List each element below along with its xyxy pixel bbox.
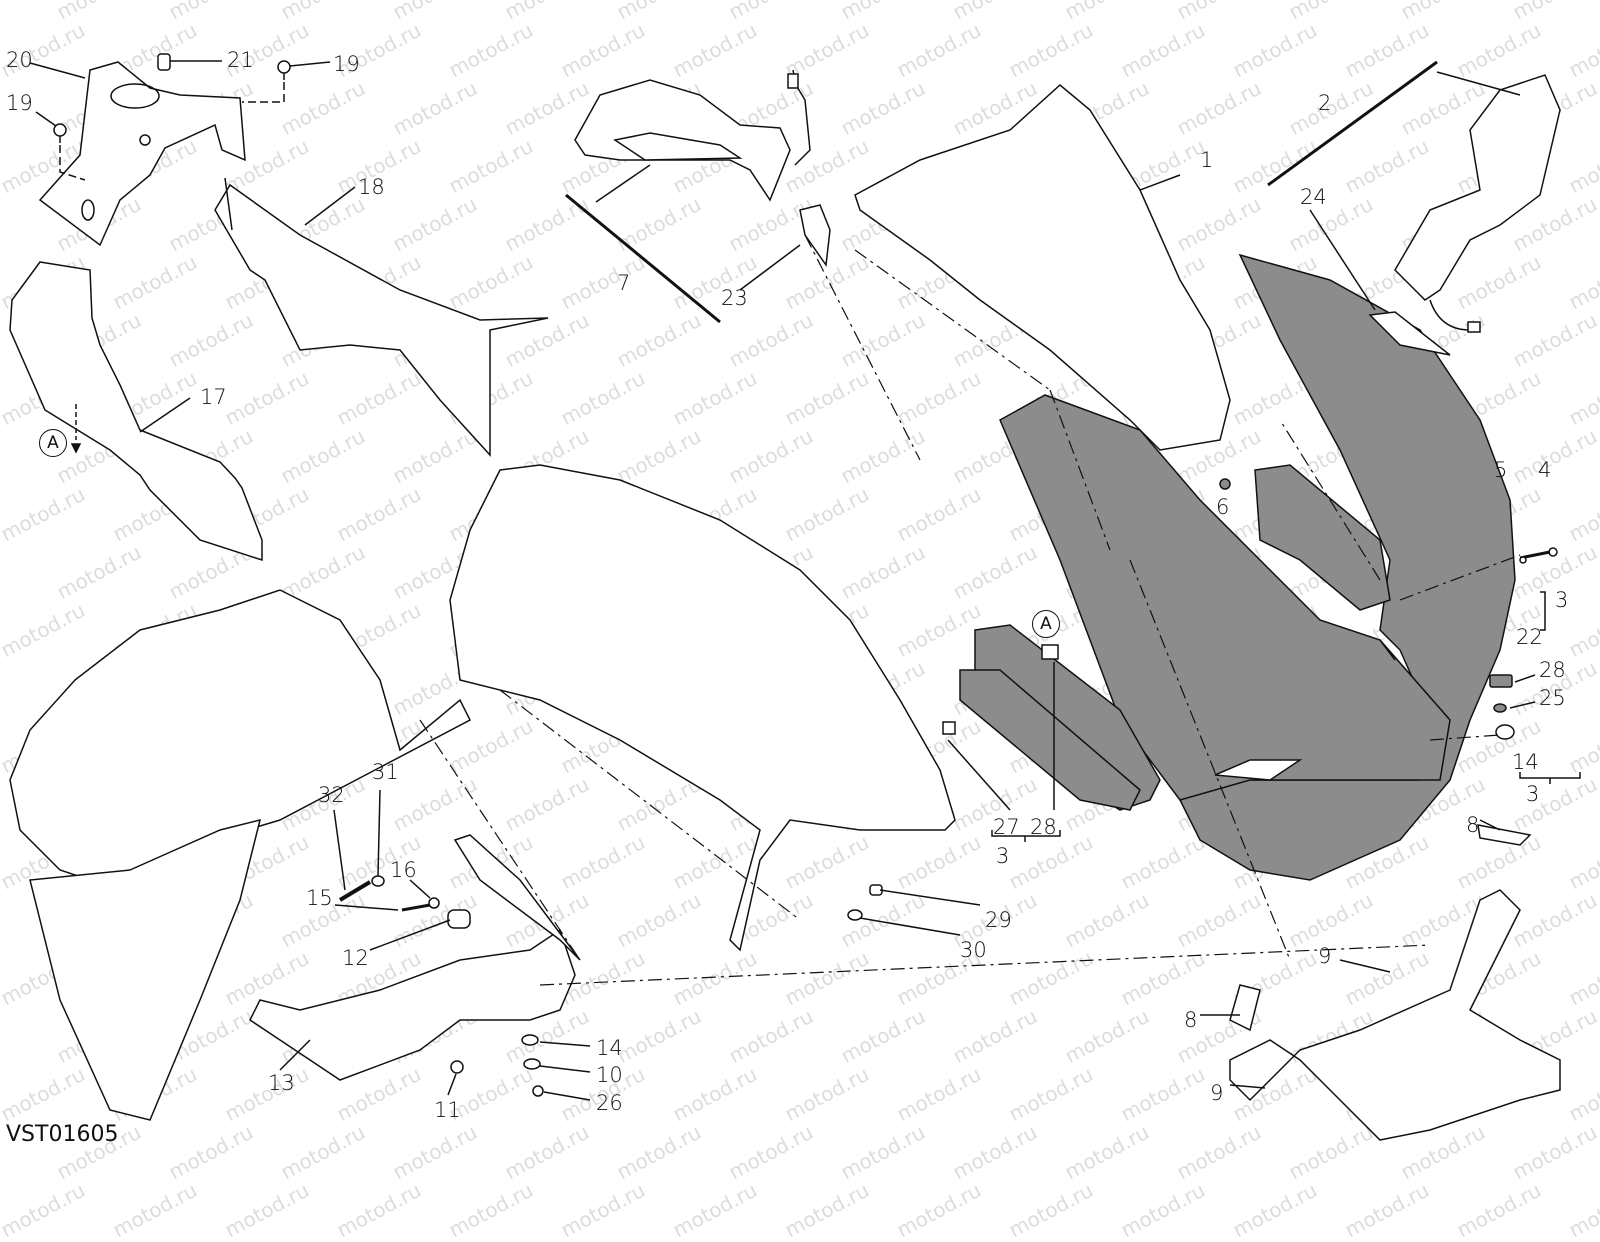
- callout-29: 29: [985, 908, 1012, 932]
- callout-14: 14: [596, 1036, 623, 1060]
- callout-31: 31: [372, 760, 399, 784]
- left-inner-frame: [10, 590, 470, 1120]
- fastener-19-right: [242, 61, 330, 102]
- callout-12: 12: [342, 946, 369, 970]
- callout-21: 21: [227, 48, 254, 72]
- part-17-side-panel: [10, 262, 262, 560]
- callout-14: 14: [1512, 750, 1539, 774]
- lower-left-fasteners: [334, 790, 590, 1100]
- part-2-right-mirror: [1268, 62, 1560, 355]
- callout-26: 26: [596, 1091, 623, 1115]
- callout-9: 9: [1318, 944, 1332, 968]
- callout-7: 7: [617, 271, 631, 295]
- callout-28: 28: [1030, 815, 1057, 839]
- callout-11: 11: [434, 1098, 461, 1122]
- callout-24: 24: [1300, 185, 1327, 209]
- callout-13: 13: [268, 1071, 295, 1095]
- callout-27: 27: [993, 815, 1020, 839]
- part-3-front-fairing: [960, 255, 1515, 880]
- callout-19: 19: [333, 52, 360, 76]
- callout-25: 25: [1539, 686, 1566, 710]
- parts-drawing: [0, 0, 1600, 1200]
- callout-3: 3: [1555, 588, 1569, 612]
- callout-30: 30: [960, 938, 987, 962]
- part-23-mirror-mount: [740, 205, 830, 290]
- part-20-upper-inner-cover: [40, 62, 245, 245]
- callout-19: 19: [6, 91, 33, 115]
- callout-10: 10: [596, 1063, 623, 1087]
- part-18-inner-panel: [215, 178, 548, 455]
- callout-4: 4: [1538, 458, 1552, 482]
- fasteners-29-30: [848, 885, 980, 935]
- reference-marker-a-left: A: [39, 429, 67, 457]
- callout-3: 3: [996, 844, 1010, 868]
- front-subframe-bracket: [1200, 820, 1560, 1140]
- part-7-left-mirror: [566, 70, 810, 322]
- fastener-19-left: [36, 112, 85, 180]
- callout-3: 3: [1526, 782, 1540, 806]
- callout-32: 32: [318, 783, 345, 807]
- diagram-code: VST01605: [6, 1122, 119, 1147]
- callout-8: 8: [1466, 813, 1480, 837]
- part-13-lower-cover: [250, 835, 580, 1080]
- callout-5: 5: [1494, 458, 1508, 482]
- callout-15: 15: [306, 886, 333, 910]
- fastener-27-28: [943, 645, 1060, 842]
- center-side-panel: [450, 465, 955, 950]
- callout-1: 1: [1200, 148, 1214, 172]
- callout-20: 20: [6, 48, 33, 72]
- callout-2: 2: [1318, 91, 1332, 115]
- callout-22: 22: [1516, 625, 1543, 649]
- callout-9: 9: [1210, 1081, 1224, 1105]
- fastener-21: [158, 54, 222, 70]
- callout-28: 28: [1539, 658, 1566, 682]
- callout-16: 16: [390, 858, 417, 882]
- callout-6: 6: [1216, 495, 1230, 519]
- callout-18: 18: [358, 175, 385, 199]
- callout-8: 8: [1184, 1008, 1198, 1032]
- part-1-windscreen: [855, 85, 1230, 450]
- callout-23: 23: [721, 286, 748, 310]
- right-fasteners: [1220, 479, 1580, 784]
- reference-marker-a-right: A: [1032, 610, 1060, 638]
- assembly-guide-lines: [420, 235, 1520, 985]
- callout-17: 17: [200, 385, 227, 409]
